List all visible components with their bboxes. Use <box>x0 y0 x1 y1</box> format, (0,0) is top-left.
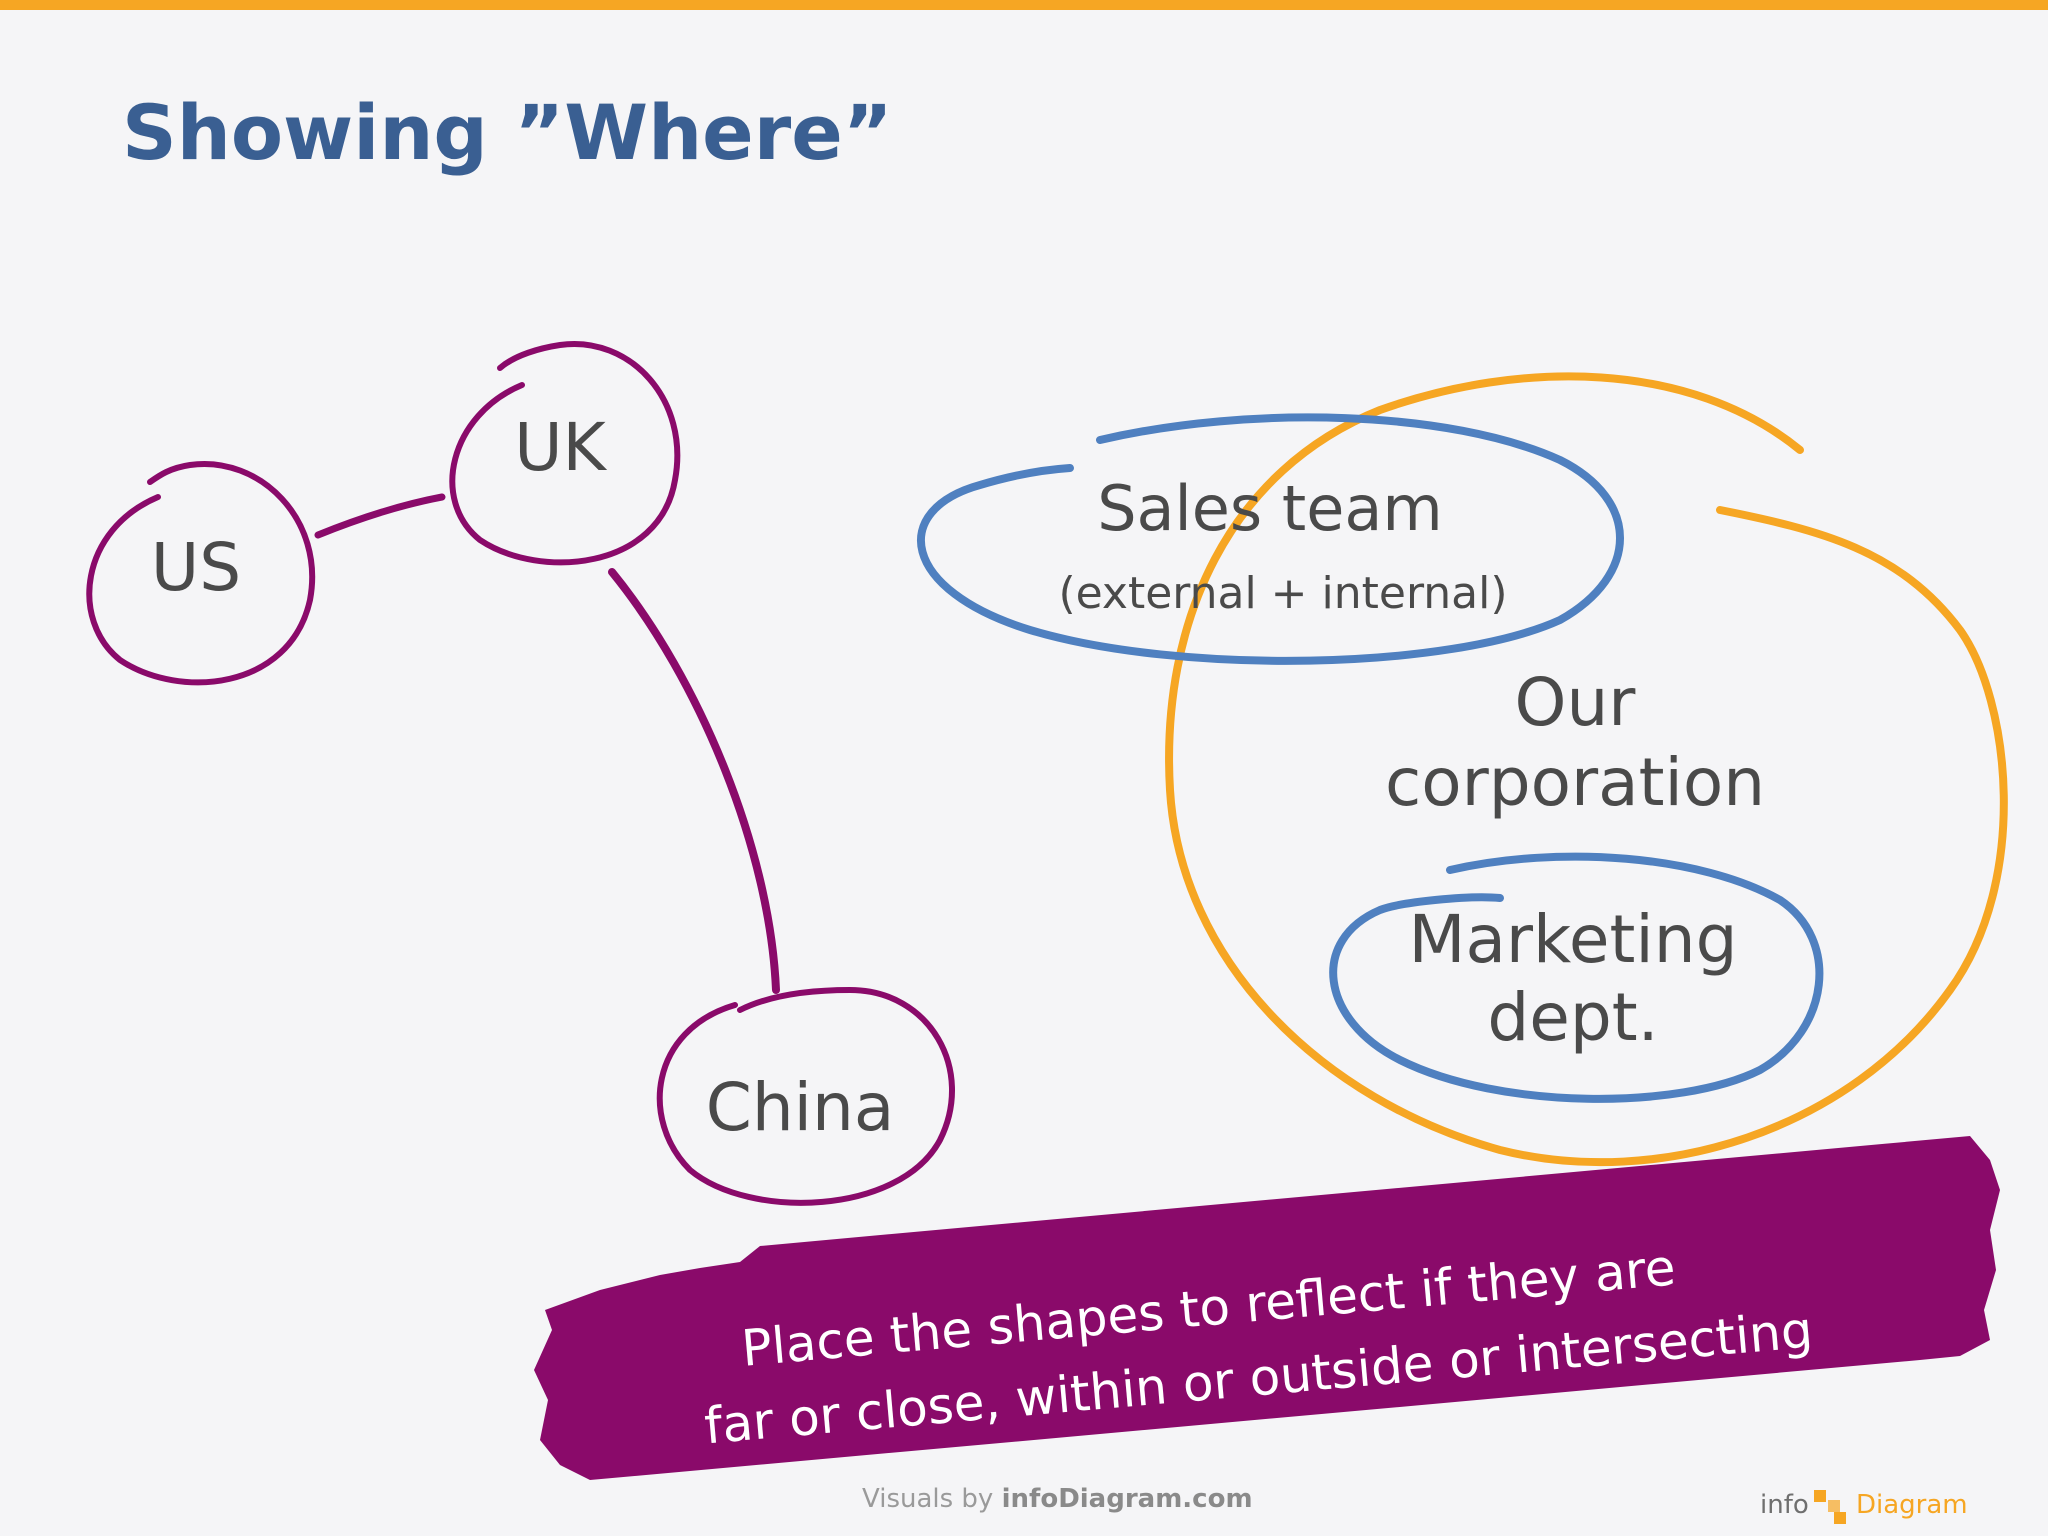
top-accent-bar <box>0 0 2048 10</box>
marketing-label-line1: Marketing <box>1409 901 1738 978</box>
node-uk: UK <box>449 340 681 566</box>
sales-team-ellipse: Sales team (external + internal) <box>917 413 1624 665</box>
corporation-label-line1: Our <box>1515 664 1637 741</box>
node-china-label: China <box>706 1069 895 1146</box>
page-title: Showing ”Where” <box>122 88 893 177</box>
connector-uk-china <box>608 568 780 994</box>
footer-credit: Visuals by infoDiagram.com <box>862 1484 1253 1514</box>
node-uk-label: UK <box>514 409 607 486</box>
node-us: US <box>86 460 316 686</box>
callout-banner: Place the shapes to reflect if they are … <box>534 1136 2000 1480</box>
logo-info-text: info <box>1760 1490 1809 1520</box>
footer-credit-brand: infoDiagram.com <box>1001 1484 1253 1514</box>
logo-diagram-text: Diagram <box>1856 1490 1968 1520</box>
sales-team-label-line1: Sales team <box>1097 472 1443 545</box>
corporation-label-line2: corporation <box>1385 744 1765 821</box>
corporation-circle: Our corporation <box>1165 372 2008 1167</box>
infodiagram-logo-icon <box>1814 1490 1846 1524</box>
node-china: China <box>656 986 955 1206</box>
connector-us-uk <box>314 493 446 539</box>
brand-logo: info Diagram <box>1760 1486 1968 1526</box>
node-us-label: US <box>151 529 241 606</box>
footer-credit-prefix: Visuals by <box>862 1484 994 1514</box>
marketing-label-line2: dept. <box>1487 979 1658 1056</box>
sales-team-label-line2: (external + internal) <box>1058 568 1507 619</box>
marketing-ellipse: Marketing dept. <box>1329 852 1824 1103</box>
